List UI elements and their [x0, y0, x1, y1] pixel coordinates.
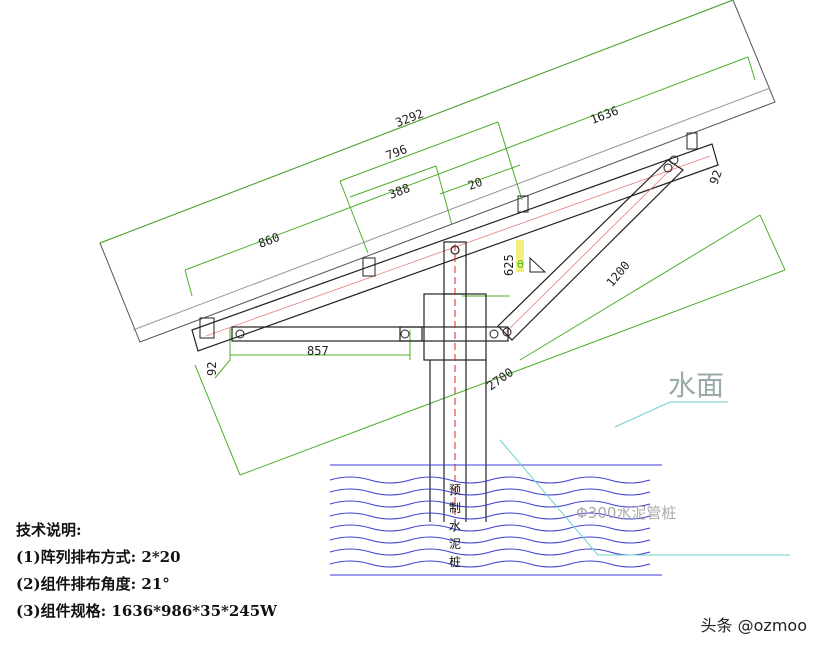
pile-char-2: 制	[449, 501, 461, 515]
watermark: 头条 @ozmoo	[700, 616, 807, 635]
dim-left-offset: 860	[256, 230, 281, 251]
dim-panel-width: 1636	[588, 103, 620, 126]
pile-char-4: 泥	[449, 537, 461, 551]
dim-bottom-span: 2700	[484, 365, 516, 393]
angle-symbol: θ	[517, 258, 524, 271]
diagonal-strut	[497, 159, 684, 341]
clamps	[199, 132, 698, 339]
notes-item-1: (1)阵列排布方式: 2*20	[16, 548, 181, 566]
leader-lines	[499, 401, 790, 556]
pipe-pile-label: Φ300水泥管桩	[576, 504, 676, 522]
pile-char-5: 桩	[449, 554, 461, 569]
pile-char-3: 水	[449, 519, 461, 533]
dim-strut-length: 1200	[604, 258, 633, 289]
horizontal-beam	[231, 326, 423, 342]
dim-post-height: 625	[502, 254, 516, 276]
pile-vertical-label: 预 制 水 泥 桩	[449, 483, 461, 569]
dim-brace-length: 857	[307, 344, 329, 358]
sloped-rail	[191, 143, 719, 352]
dim-beam-span: 388	[387, 181, 412, 202]
dim-rail-span: 796	[384, 142, 409, 163]
dim-total-width: 3292	[393, 106, 425, 129]
water-surface-label: 水面	[668, 369, 724, 402]
notes-item-3: (3)组件规格: 1636*986*35*245W	[16, 602, 278, 620]
pile-char-1: 预	[449, 483, 461, 497]
dim-gap: 20	[466, 175, 485, 193]
pile	[399, 293, 509, 522]
water-waves	[329, 464, 662, 576]
notes-item-2: (2)组件排布角度: 21°	[16, 575, 170, 593]
dimension-lines	[99, 0, 786, 476]
technical-notes: 技术说明: (1)阵列排布方式: 2*20 (2)组件排布角度: 21° (3)…	[16, 517, 277, 625]
notes-title: 技术说明:	[16, 521, 82, 539]
dim-end-offset-left: 92	[205, 362, 219, 376]
dim-end-offset-right: 92	[707, 168, 725, 186]
